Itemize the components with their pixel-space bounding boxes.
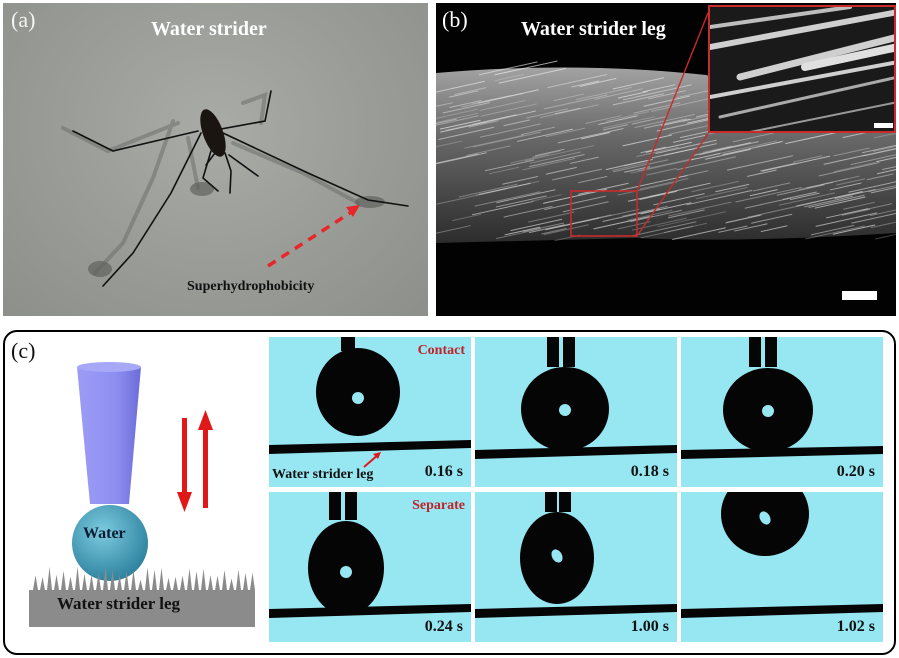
arrow-head-icon bbox=[373, 452, 381, 459]
leg-silhouette bbox=[681, 604, 883, 618]
droplet-highlight bbox=[759, 511, 771, 525]
droplet-highlight bbox=[551, 549, 563, 563]
needle bbox=[345, 492, 357, 520]
droplet-highlight bbox=[352, 392, 364, 404]
panel-b-sem-leg: (b) Water strider leg bbox=[436, 3, 896, 316]
time-label: 0.18 s bbox=[630, 463, 669, 480]
time-label: 0.16 s bbox=[424, 463, 463, 480]
leg-silhouette bbox=[475, 445, 677, 459]
arrow-head-icon bbox=[346, 205, 360, 217]
inset-scale-bar bbox=[874, 123, 893, 128]
droplet-highlight bbox=[340, 566, 352, 578]
needle bbox=[341, 337, 355, 351]
time-label: 1.00 s bbox=[630, 618, 669, 635]
leg-annotation: Water strider leg bbox=[272, 467, 374, 482]
phase-label: Contact bbox=[417, 343, 465, 358]
panel-letter: (a) bbox=[11, 7, 36, 32]
frame-1: 0.18 s bbox=[475, 337, 677, 487]
leg-silhouette bbox=[269, 440, 471, 454]
needle bbox=[749, 337, 761, 367]
substrate-label: Water strider leg bbox=[57, 594, 181, 613]
panel-a-water-strider-photo: (a) Water strider Superhydrophobicity bbox=[3, 3, 428, 316]
time-label: 1.02 s bbox=[836, 618, 875, 635]
time-label: 0.24 s bbox=[424, 618, 463, 635]
needle bbox=[547, 337, 559, 367]
needle bbox=[329, 492, 341, 520]
needle bbox=[559, 492, 571, 512]
leg-shadow bbox=[88, 261, 112, 277]
zoom-region-box bbox=[570, 190, 638, 237]
panel-title: Water strider leg bbox=[521, 18, 666, 40]
leg-silhouette bbox=[475, 604, 677, 618]
droplet-highlight bbox=[762, 405, 774, 417]
water-droplet bbox=[72, 505, 148, 581]
leg-hairs bbox=[29, 566, 255, 590]
time-label: 0.20 s bbox=[836, 463, 875, 480]
scale-bar bbox=[842, 291, 877, 300]
phase-label: Separate bbox=[412, 498, 465, 513]
droplet-label: Water bbox=[83, 525, 126, 542]
schematic-diagram bbox=[29, 362, 255, 627]
leg-substrate bbox=[29, 590, 255, 627]
panel-title: Water strider bbox=[151, 18, 267, 40]
panel-c-contact-separation: (c) Water Water strider leg bbox=[3, 330, 896, 655]
needle bbox=[765, 337, 777, 367]
frame-4: 1.00 s bbox=[475, 492, 677, 642]
water-strider-body bbox=[200, 109, 226, 157]
droplet-highlight bbox=[559, 404, 571, 416]
leg-silhouette bbox=[269, 604, 471, 618]
panel-letter: (c) bbox=[11, 338, 36, 363]
sem-inset-magnified bbox=[708, 5, 896, 133]
frame-2: 0.20 s bbox=[681, 337, 883, 487]
dispensing-tip bbox=[77, 367, 141, 504]
water-strider-illustration bbox=[61, 90, 409, 287]
frame-5: 1.02 s bbox=[681, 492, 883, 642]
up-arrow-icon bbox=[198, 410, 213, 508]
frame-3: Separate 0.24 s bbox=[269, 492, 471, 642]
frame-0: Contact Water strider leg 0.16 s bbox=[269, 337, 471, 487]
needle bbox=[563, 337, 575, 367]
down-arrow-icon bbox=[177, 418, 192, 512]
superhydrophobicity-label: Superhydrophobicity bbox=[187, 279, 315, 294]
needle bbox=[545, 492, 557, 512]
panel-letter: (b) bbox=[442, 7, 468, 32]
leg-silhouette bbox=[681, 446, 883, 459]
